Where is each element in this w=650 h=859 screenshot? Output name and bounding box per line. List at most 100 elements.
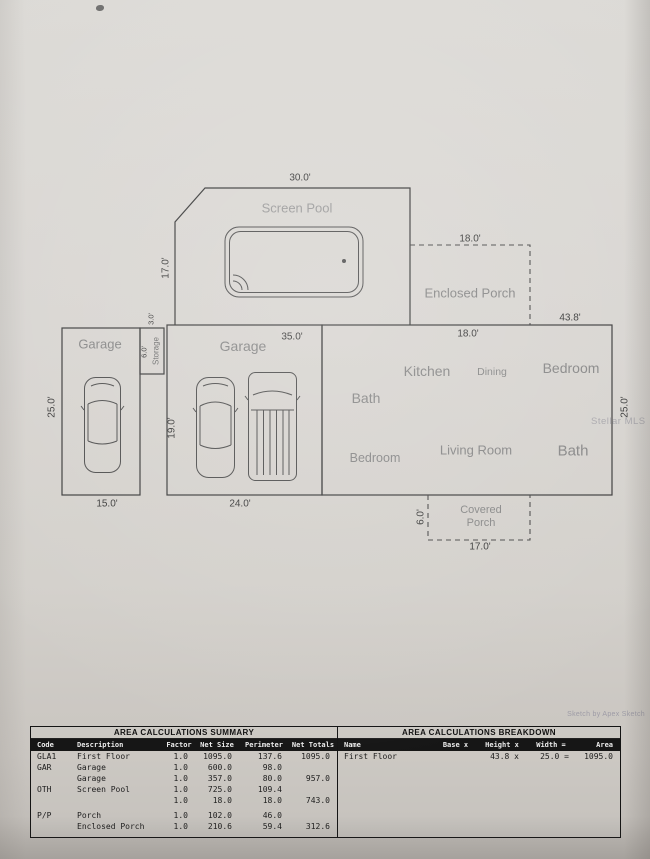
covered-porch-label-line2: Porch (466, 517, 496, 529)
cell: 1.0 (173, 811, 188, 820)
cell: 102.0 (207, 811, 232, 820)
dim-garage-left-width: 15.0' (96, 498, 118, 510)
watermark: Stellar MLS (591, 416, 646, 427)
col-net-totals: Net Totals (291, 741, 335, 749)
cell (71, 795, 163, 806)
cell: 743.0 (305, 796, 330, 805)
cell: 1.0 (173, 752, 188, 761)
cell (31, 773, 71, 784)
cell: 25.0 = (540, 752, 569, 761)
table-row: GAR Garage 1.0 600.0 98.0 (31, 762, 337, 773)
cell (289, 784, 337, 795)
room-dining: Dining (477, 366, 507, 378)
room-kitchen: Kitchen (403, 363, 451, 379)
dim-garage-main-width: 24.0' (229, 498, 251, 510)
table-row: Garage 1.0 357.0 80.0 957.0 (31, 773, 337, 784)
col-area: Area (596, 741, 613, 749)
cell (31, 821, 71, 832)
cell: 80.0 (262, 774, 282, 783)
dim-house-total-width: 43.8' (559, 312, 581, 324)
covered-porch-label-line1: Covered (460, 504, 502, 516)
cell: 43.8 x (490, 752, 519, 761)
cell: 957.0 (305, 774, 330, 783)
col-width: Width = (536, 741, 566, 749)
col-description: Description (77, 741, 124, 749)
cell: 312.6 (305, 822, 330, 831)
cell: OTH (37, 785, 52, 794)
room-bedroom-bottom: Bedroom (349, 451, 401, 465)
table-row: Enclosed Porch 1.0 210.6 59.4 312.6 (31, 821, 337, 832)
cell: 109.4 (257, 785, 282, 794)
breakdown-table: AREA CALCULATIONS BREAKDOWN Name Base x … (338, 727, 620, 837)
summary-table-header: Code Description Factor Net Size Perimet… (31, 739, 337, 751)
cell: Enclosed Porch (77, 822, 145, 831)
dim-house-inner-top: 18.0' (457, 328, 479, 340)
dim-enclosed-porch-width: 18.0' (459, 233, 481, 245)
cell: GAR (37, 763, 52, 772)
cell (289, 762, 337, 773)
cell: 59.4 (262, 822, 282, 831)
pool-icon (224, 226, 364, 298)
col-name: Name (344, 741, 361, 749)
dim-covered-porch-width: 17.0' (469, 541, 491, 553)
garage-left-label: Garage (78, 336, 122, 352)
cell: 18.0 (212, 796, 232, 805)
cell: 98.0 (262, 763, 282, 772)
cell: 46.0 (262, 811, 282, 820)
col-perimeter: Perimeter (245, 741, 283, 749)
garage-main-label: Garage (219, 338, 267, 354)
dim-storage-height: 6.0' (139, 346, 149, 358)
dim-screen-pool-width: 30.0' (289, 172, 311, 184)
breakdown-table-title: AREA CALCULATIONS BREAKDOWN (338, 727, 620, 739)
cell: First Floor (77, 752, 130, 761)
cell: 1.0 (173, 796, 188, 805)
table-row: GLA1 First Floor 1.0 1095.0 137.6 1095.0 (31, 751, 337, 762)
room-bath-left: Bath (351, 390, 381, 406)
storage-label: Storage (151, 336, 161, 366)
screen-pool-label: Screen Pool (261, 200, 333, 216)
cell: P/P (37, 811, 52, 820)
dim-screen-pool-height: 17.0' (160, 257, 172, 279)
dim-house-height: 25.0' (619, 396, 631, 418)
sketch-credit: Sketch by Apex Sketch (567, 711, 645, 718)
room-bath-right: Bath (557, 442, 589, 460)
cell: Porch (77, 811, 102, 820)
col-height: Height x (485, 741, 519, 749)
house-outline (321, 324, 613, 496)
dim-garage-main-height: 19.0' (166, 417, 178, 439)
enclosed-porch-outline (410, 244, 531, 325)
cell: 18.0 (262, 796, 282, 805)
cell: 1.0 (173, 774, 188, 783)
car-icon (192, 377, 239, 478)
dim-garage-left-height: 25.0' (46, 396, 58, 418)
cell: 210.6 (207, 822, 232, 831)
table-row: P/P Porch 1.0 102.0 46.0 (31, 810, 337, 821)
garage-main-outline (166, 324, 323, 496)
cell: Garage (77, 774, 106, 783)
covered-porch-outline (427, 495, 531, 541)
col-factor: Factor (166, 741, 192, 749)
cell: 357.0 (207, 774, 232, 783)
scan-artifact (96, 5, 104, 11)
cell: 1.0 (173, 822, 188, 831)
cell (289, 810, 337, 821)
area-calculations-tables: AREA CALCULATIONS SUMMARY Code Descripti… (30, 726, 621, 838)
table-row: First Floor 43.8 x 25.0 = 1095.0 (338, 751, 620, 762)
dim-covered-porch-height: 6.0' (415, 509, 427, 525)
dim-garage-main-top: 35.0' (281, 331, 303, 343)
summary-table: AREA CALCULATIONS SUMMARY Code Descripti… (31, 727, 338, 837)
table-row: 1.0 18.0 18.0 743.0 (31, 795, 337, 806)
col-code: Code (37, 741, 54, 749)
screen-pool-outline (174, 187, 411, 325)
storage-outline (139, 327, 165, 375)
room-living-room: Living Room (439, 442, 513, 458)
cell (433, 751, 478, 762)
table-row: OTH Screen Pool 1.0 725.0 109.4 (31, 784, 337, 795)
col-net-size: Net Size (200, 741, 234, 749)
breakdown-table-header: Name Base x Height x Width = Area (338, 739, 620, 751)
cell (31, 795, 71, 806)
cell: 137.6 (257, 752, 282, 761)
cell: 600.0 (207, 763, 232, 772)
